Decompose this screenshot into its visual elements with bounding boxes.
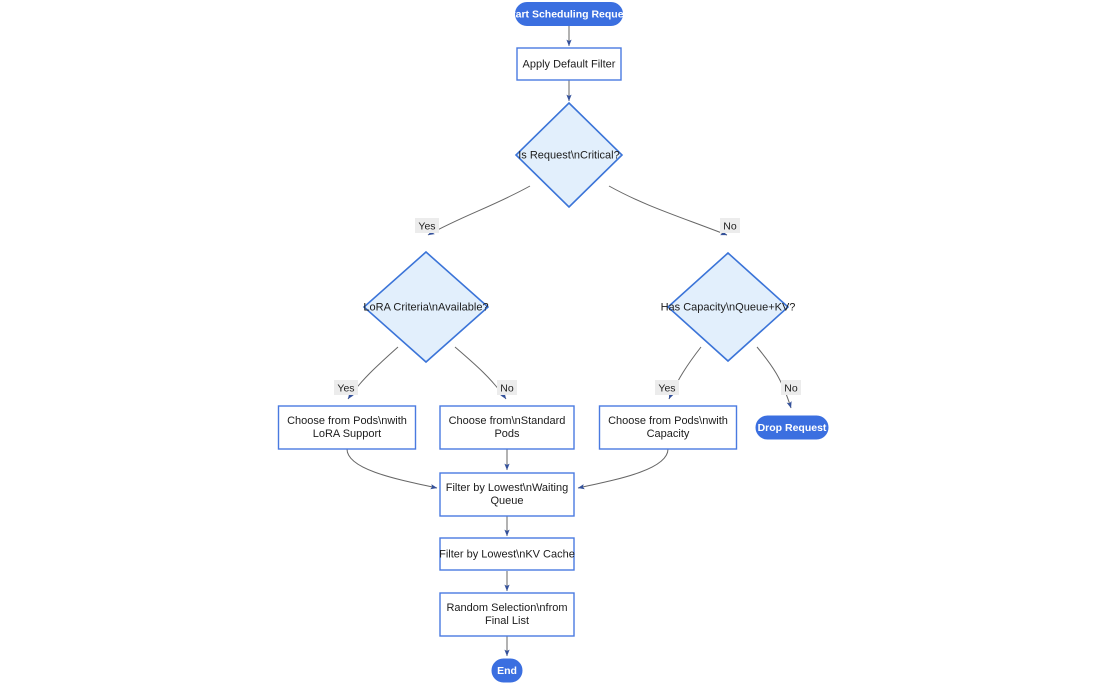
- edge-label-bg-capacity-no: [781, 380, 801, 395]
- edge-label-critical-yes: Yes: [418, 220, 435, 232]
- random-selection-shape[interactable]: [439, 592, 575, 637]
- filter-kv-cache-shape[interactable]: [439, 537, 575, 571]
- choose-capacity-pods-label-line2: Capacity: [647, 428, 690, 440]
- choose-standard-pods-label-line1: Choose from\nStandard: [449, 415, 566, 427]
- filter-waiting-queue-label-line1: Filter by Lowest\nWaiting: [446, 482, 568, 494]
- choose-lora-pods-label-line2: LoRA Support: [313, 428, 382, 440]
- node-filter-waiting-queue[interactable]: Filter by Lowest\nWaiting Queue: [439, 472, 575, 517]
- random-selection-label-line1: Random Selection\nfrom: [446, 602, 567, 614]
- edge-critical-yes-to-lora-criteria: [427, 185, 531, 236]
- lora-criteria-available-shape[interactable]: [362, 250, 490, 364]
- node-filter-kv-cache[interactable]: Filter by Lowest\nKV Cache: [439, 537, 575, 571]
- drop-request-label: Drop Request: [758, 422, 827, 434]
- filter-waiting-queue-shape[interactable]: [439, 472, 575, 517]
- is-request-critical-shape[interactable]: [514, 101, 624, 209]
- node-choose-standard-pods[interactable]: Choose from\nStandard Pods: [439, 405, 575, 450]
- edge-choose-capacity-pods-to-filter-waiting-queue: [577, 448, 669, 490]
- node-has-capacity[interactable]: Has Capacity\nQueue+KV?: [661, 251, 796, 363]
- choose-capacity-pods-label-line1: Choose from Pods\nwith: [608, 415, 728, 427]
- random-selection-label-line2: Final List: [485, 615, 529, 627]
- choose-capacity-pods-shape[interactable]: [598, 405, 738, 450]
- has-capacity-shape[interactable]: [666, 251, 790, 363]
- filter-kv-cache-label: Filter by Lowest\nKV Cache: [439, 548, 575, 560]
- choose-lora-pods-shape[interactable]: [277, 405, 417, 450]
- apply-default-filter-shape[interactable]: [516, 47, 622, 81]
- edge-choose-lora-pods-to-filter-waiting-queue: [346, 448, 438, 490]
- edge-label-capacity-yes: Yes: [658, 382, 675, 394]
- choose-standard-pods-shape[interactable]: [439, 405, 575, 450]
- edge-label-lora-yes: Yes: [337, 382, 354, 394]
- start-label: Start Scheduling Request: [505, 8, 633, 20]
- edge-label-layer: Yes No Yes No Yes No: [334, 218, 801, 395]
- drop-request-shape[interactable]: [755, 415, 829, 440]
- edge-label-lora-no: No: [500, 382, 514, 394]
- node-layer: Start Scheduling Request Apply Default F…: [277, 2, 829, 683]
- node-drop-request[interactable]: Drop Request: [755, 415, 829, 440]
- end-shape[interactable]: [491, 658, 523, 683]
- node-start[interactable]: Start Scheduling Request: [505, 2, 633, 26]
- node-choose-lora-pods[interactable]: Choose from Pods\nwith LoRA Support: [277, 405, 417, 450]
- edge-label-bg-lora-no: [497, 380, 517, 395]
- filter-waiting-queue-label-line2: Queue: [490, 495, 523, 507]
- edge-label-bg-critical-yes: [415, 218, 439, 233]
- edge-label-capacity-no: No: [784, 382, 798, 394]
- edge-label-critical-no: No: [723, 220, 737, 232]
- node-is-request-critical[interactable]: Is Request\nCritical?: [514, 101, 624, 209]
- node-end[interactable]: End: [491, 658, 523, 683]
- is-request-critical-label: Is Request\nCritical?: [518, 149, 620, 161]
- choose-standard-pods-label-line2: Pods: [494, 428, 520, 440]
- node-choose-capacity-pods[interactable]: Choose from Pods\nwith Capacity: [598, 405, 738, 450]
- edge-label-bg-critical-no: [720, 218, 740, 233]
- has-capacity-label: Has Capacity\nQueue+KV?: [661, 301, 796, 313]
- edge-label-bg-lora-yes: [334, 380, 358, 395]
- edge-critical-no-to-has-capacity: [608, 185, 728, 236]
- edge-layer: [346, 26, 792, 657]
- edge-capacity-no-to-drop-request: [756, 346, 792, 409]
- apply-default-filter-label: Apply Default Filter: [523, 58, 616, 70]
- choose-lora-pods-label-line1: Choose from Pods\nwith: [287, 415, 407, 427]
- start-shape[interactable]: [515, 2, 623, 26]
- node-random-selection[interactable]: Random Selection\nfrom Final List: [439, 592, 575, 637]
- edge-label-bg-capacity-yes: [655, 380, 679, 395]
- lora-criteria-available-label: LoRA Criteria\nAvailable?: [363, 301, 488, 313]
- node-apply-default-filter[interactable]: Apply Default Filter: [516, 47, 622, 81]
- end-label: End: [497, 665, 517, 677]
- node-lora-criteria-available[interactable]: LoRA Criteria\nAvailable?: [362, 250, 490, 364]
